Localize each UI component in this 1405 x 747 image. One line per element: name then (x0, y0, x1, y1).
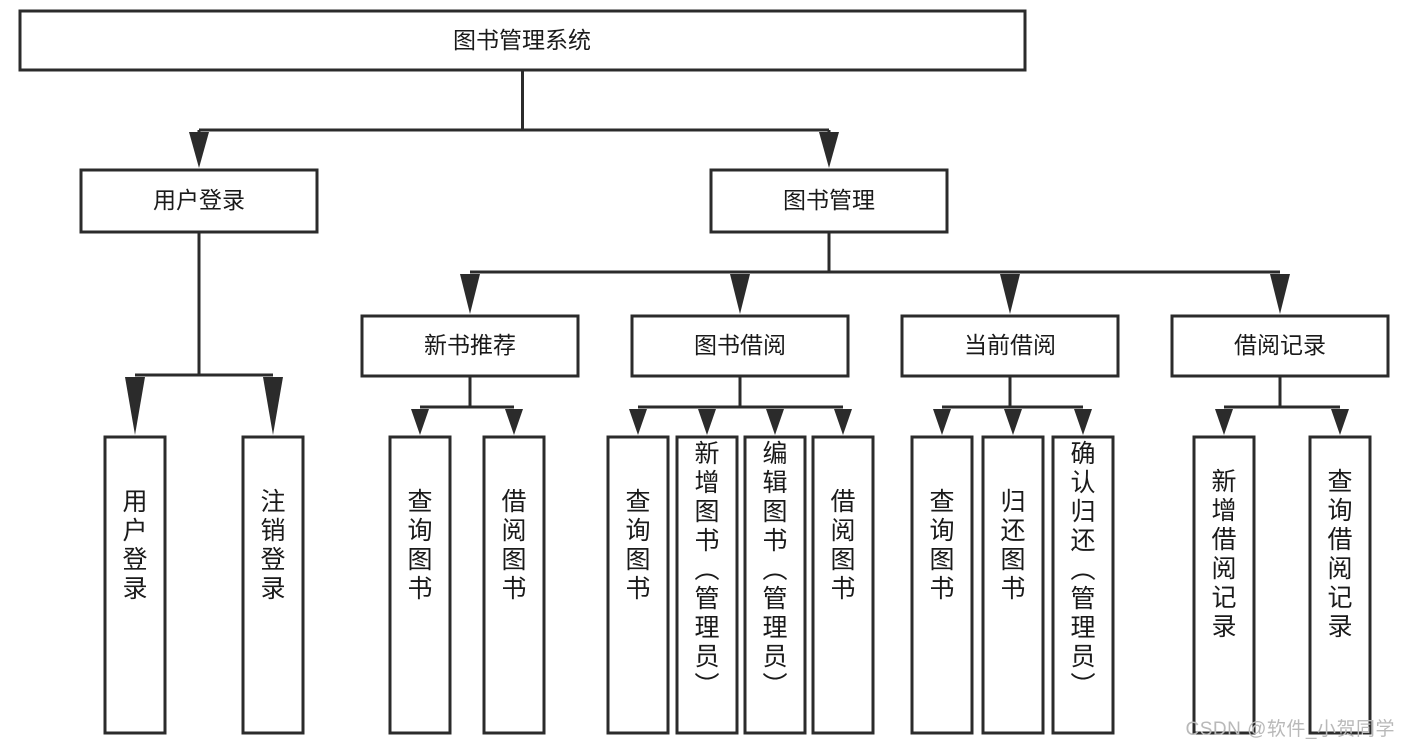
node-leaf-query-book-current-label: 查询图书 (929, 488, 954, 603)
connector-group-current-borrow (933, 376, 1092, 435)
csdn-watermark: CSDN @软件_小贺同学 (1185, 719, 1395, 740)
node-user-login-label: 用户登录 (153, 187, 245, 213)
node-leaf-query-borrow-record-label: 查询借阅记录 (1327, 468, 1352, 641)
node-leaf-add-book-box[interactable] (675, 435, 739, 735)
node-leaf-user-logout-box[interactable] (241, 435, 305, 735)
arrow-head-leaf-edit-book (766, 409, 784, 435)
node-leaf-query-book-rec-box[interactable] (388, 435, 452, 735)
arrow-head-current-borrow (1000, 274, 1020, 314)
node-leaf-user-login[interactable]: 用户登录 (103, 435, 167, 735)
connector-group-borrow-record (1215, 376, 1349, 435)
arrow-head-book-management (819, 132, 839, 168)
node-leaf-query-book-current-box[interactable] (910, 435, 974, 735)
arrow-head-user-login (189, 132, 209, 168)
node-root-box[interactable] (18, 9, 1027, 72)
node-leaf-add-borrow-record[interactable]: 新增借阅记录 (1192, 435, 1256, 735)
arrow-head-leaf-user-login (125, 377, 145, 435)
connector-group-new-book-recommend (411, 376, 523, 435)
arrow-head-leaf-query-book-rec (411, 409, 429, 435)
node-leaf-query-book-borrow-box[interactable] (606, 435, 670, 735)
arrow-head-leaf-confirm-return (1074, 409, 1092, 435)
node-leaf-borrow-book-rec-label: 借阅图书 (501, 488, 526, 603)
node-root[interactable]: 图书管理系统 (18, 9, 1027, 72)
node-leaf-borrow-book-label: 借阅图书 (830, 488, 855, 603)
node-borrow-record-label: 借阅记录 (1234, 332, 1326, 358)
node-borrow-record-box[interactable] (1170, 314, 1390, 378)
node-leaf-confirm-return-box[interactable] (1051, 435, 1115, 735)
node-leaf-user-logout-label: 注销登录 (260, 488, 285, 603)
node-leaf-query-book-rec-label: 查询图书 (407, 488, 432, 603)
node-leaf-add-book[interactable]: 新增图书︵管理员︶ (675, 435, 739, 735)
node-leaf-query-book-rec[interactable]: 查询图书 (388, 435, 452, 735)
arrow-head-borrow-record (1270, 274, 1290, 314)
node-leaf-edit-book-box[interactable] (743, 435, 807, 735)
node-borrow-record[interactable]: 借阅记录 (1170, 314, 1390, 378)
node-leaf-user-login-box[interactable] (103, 435, 167, 735)
node-leaf-borrow-book-rec-box[interactable] (482, 435, 546, 735)
node-leaf-borrow-book-box[interactable] (811, 435, 875, 735)
connector-group-root (189, 70, 839, 168)
node-leaf-borrow-book-rec[interactable]: 借阅图书 (482, 435, 546, 735)
node-current-borrow[interactable]: 当前借阅 (900, 314, 1120, 378)
arrow-head-leaf-borrow-book-rec (505, 409, 523, 435)
node-leaf-confirm-return-label: 确认归还︵管理员︶ (1070, 440, 1095, 700)
node-leaf-add-book-label: 新增图书︵管理员︶ (694, 440, 719, 700)
node-book-management[interactable]: 图书管理 (709, 168, 949, 234)
arrow-head-leaf-query-book-current (933, 409, 951, 435)
node-leaf-return-book[interactable]: 归还图书 (981, 435, 1045, 735)
arrow-head-leaf-return-book (1004, 409, 1022, 435)
node-leaf-edit-book-label: 编辑图书︵管理员︶ (762, 440, 787, 700)
node-book-management-box[interactable] (709, 168, 949, 234)
arrow-head-leaf-user-logout (263, 377, 283, 435)
node-leaf-user-logout[interactable]: 注销登录 (241, 435, 305, 735)
node-user-login[interactable]: 用户登录 (79, 168, 319, 234)
connector-group-book-borrow (629, 376, 852, 435)
arrow-head-new-book-recommend (460, 274, 480, 314)
node-new-book-recommend[interactable]: 新书推荐 (360, 314, 580, 378)
node-leaf-borrow-book[interactable]: 借阅图书 (811, 435, 875, 735)
node-root-label: 图书管理系统 (453, 27, 591, 53)
node-current-borrow-box[interactable] (900, 314, 1120, 378)
node-current-borrow-label: 当前借阅 (964, 332, 1056, 358)
node-book-borrow[interactable]: 图书借阅 (630, 314, 850, 378)
node-book-borrow-box[interactable] (630, 314, 850, 378)
node-book-management-label: 图书管理 (783, 187, 875, 213)
node-new-book-recommend-box[interactable] (360, 314, 580, 378)
node-leaf-return-book-box[interactable] (981, 435, 1045, 735)
node-leaf-query-book-current[interactable]: 查询图书 (910, 435, 974, 735)
node-leaf-add-borrow-record-label: 新增借阅记录 (1211, 468, 1236, 641)
node-book-borrow-label: 图书借阅 (694, 332, 786, 358)
arrow-head-leaf-add-book (698, 409, 716, 435)
node-leaf-query-borrow-record-box[interactable] (1308, 435, 1372, 735)
arrow-head-leaf-add-borrow-record (1215, 409, 1233, 435)
node-leaf-query-borrow-record[interactable]: 查询借阅记录 (1308, 435, 1372, 735)
node-leaf-query-book-borrow[interactable]: 查询图书 (606, 435, 670, 735)
arrow-head-book-borrow (730, 274, 750, 314)
node-leaf-edit-book[interactable]: 编辑图书︵管理员︶ (743, 435, 807, 735)
arrow-head-leaf-query-borrow-record (1331, 409, 1349, 435)
node-leaf-return-book-label: 归还图书 (1000, 488, 1025, 603)
connector-group-book-management (460, 232, 1290, 314)
node-leaf-query-book-borrow-label: 查询图书 (625, 488, 650, 603)
node-user-login-box[interactable] (79, 168, 319, 234)
connector-group-user-login (125, 232, 283, 435)
arrow-head-leaf-borrow-book (834, 409, 852, 435)
node-leaf-user-login-label: 用户登录 (122, 488, 147, 603)
arrow-head-leaf-query-book-borrow (629, 409, 647, 435)
node-leaf-confirm-return[interactable]: 确认归还︵管理员︶ (1051, 435, 1115, 735)
node-new-book-recommend-label: 新书推荐 (424, 332, 516, 358)
node-leaf-add-borrow-record-box[interactable] (1192, 435, 1256, 735)
